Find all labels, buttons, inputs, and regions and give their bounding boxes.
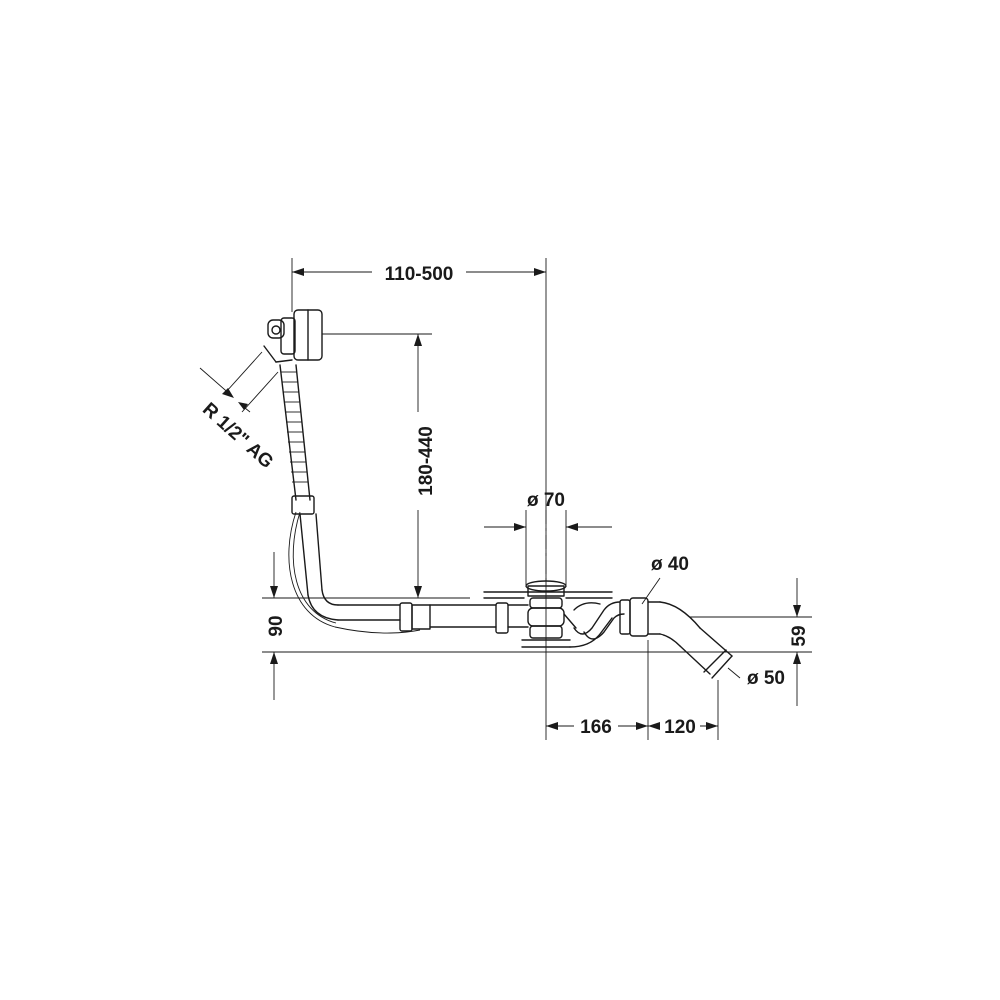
pipe-height-label: 90 — [266, 615, 287, 636]
extension-lines — [225, 258, 812, 740]
overflow-head — [263, 309, 323, 363]
horizontal-pipe — [399, 602, 529, 634]
trap-bend — [573, 601, 625, 640]
outlet-elbow — [619, 597, 733, 679]
waste-diameter-label: ø 70 — [527, 490, 565, 511]
dimension-180-440-line — [414, 334, 422, 598]
leader-lines — [641, 577, 741, 679]
dimension-59-line — [793, 578, 801, 706]
outlet-diameter-large-label: ø 50 — [747, 668, 785, 689]
overflow-tube — [299, 513, 401, 621]
overflow-height-label: 180-440 — [416, 426, 437, 496]
outlet-height-label: 59 — [789, 625, 810, 646]
waste-body — [483, 580, 613, 648]
dimension-90-line — [270, 552, 278, 700]
flexible-hose — [279, 364, 315, 515]
bowden-cable — [288, 511, 421, 634]
thread-dimension-line — [199, 367, 251, 413]
dimension-110-500-line — [292, 268, 546, 276]
overflow-offset-label: 110-500 — [385, 264, 454, 285]
outlet-distance-1-label: 166 — [580, 717, 612, 738]
thread-label: R 1/2" AG — [198, 399, 277, 473]
dimension-166-120-line — [546, 722, 718, 730]
outlet-diameter-small-label: ø 40 — [651, 554, 689, 575]
dimension-70-line — [484, 523, 612, 531]
outlet-distance-2-label: 120 — [664, 717, 696, 738]
